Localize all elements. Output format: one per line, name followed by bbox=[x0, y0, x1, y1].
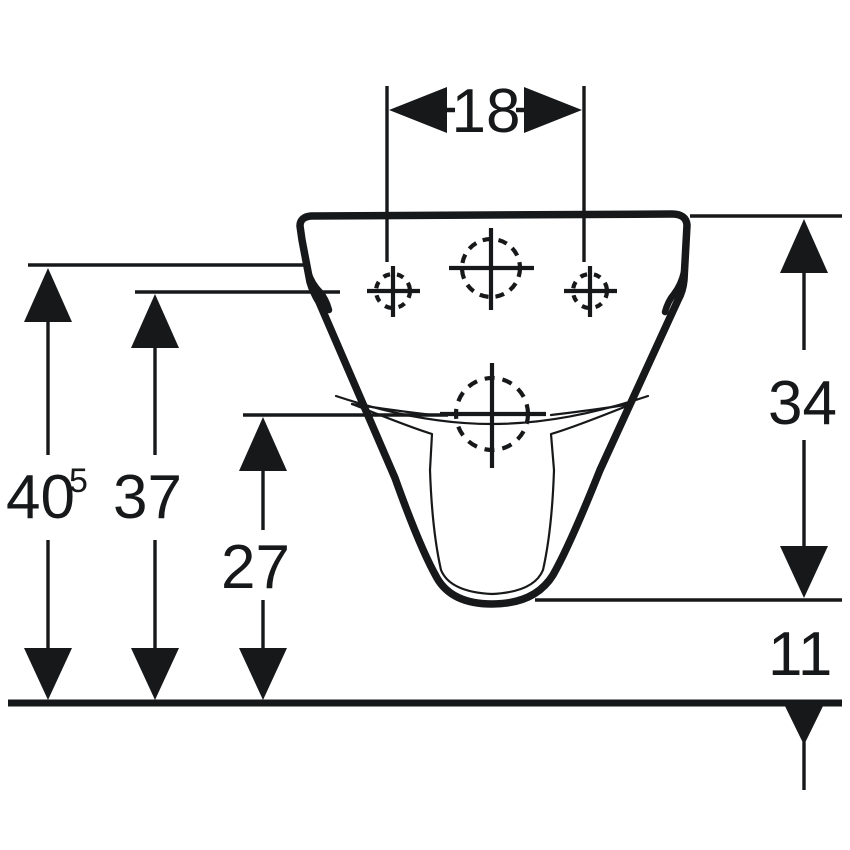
dimension-34-label: 34 bbox=[768, 369, 837, 438]
fixing-bolt-hole-left-icon bbox=[367, 266, 420, 317]
dimension-11-label: 11 bbox=[768, 620, 832, 689]
waste-outlet-opening-icon bbox=[440, 363, 546, 468]
dimension-18-arrow-left bbox=[389, 87, 447, 133]
dimension-40-5-label: 40 bbox=[6, 463, 75, 532]
toilet-outline-right-notch bbox=[661, 268, 688, 316]
fixing-bolt-hole-right-icon bbox=[564, 266, 617, 317]
dimension-18-label: 18 bbox=[452, 77, 521, 146]
dimension-27-label: 27 bbox=[221, 533, 290, 602]
dimension-27-arrow-down bbox=[239, 648, 287, 700]
dimension-37-arrow-up bbox=[131, 294, 179, 348]
flush-inlet-opening-icon bbox=[449, 228, 534, 310]
dimension-11-group: 11 bbox=[768, 552, 832, 790]
dimension-34-group: 34 bbox=[768, 219, 837, 598]
dimension-18-group: 18 bbox=[385, 77, 586, 262]
dimension-40-5-superscript: 5 bbox=[69, 462, 88, 500]
dimension-37-arrow-down bbox=[131, 648, 179, 700]
dimension-27-arrow-up bbox=[239, 417, 287, 471]
dimension-18-arrow-right bbox=[524, 87, 582, 133]
toilet-body-outline bbox=[296, 210, 691, 608]
dimension-27-group: 27 bbox=[221, 417, 290, 700]
dimension-37-label: 37 bbox=[113, 463, 182, 532]
dimension-34-arrow-down bbox=[780, 546, 828, 598]
dimension-40-5-arrow-up bbox=[24, 268, 72, 322]
dimension-34-arrow-up bbox=[780, 219, 828, 273]
dimension-11-arrow-up-from-below bbox=[782, 700, 826, 745]
dimension-37-group: 37 bbox=[113, 294, 182, 700]
dimension-40-5-arrow-down bbox=[24, 648, 72, 700]
dimension-40-5-group: 40 5 bbox=[6, 268, 88, 700]
